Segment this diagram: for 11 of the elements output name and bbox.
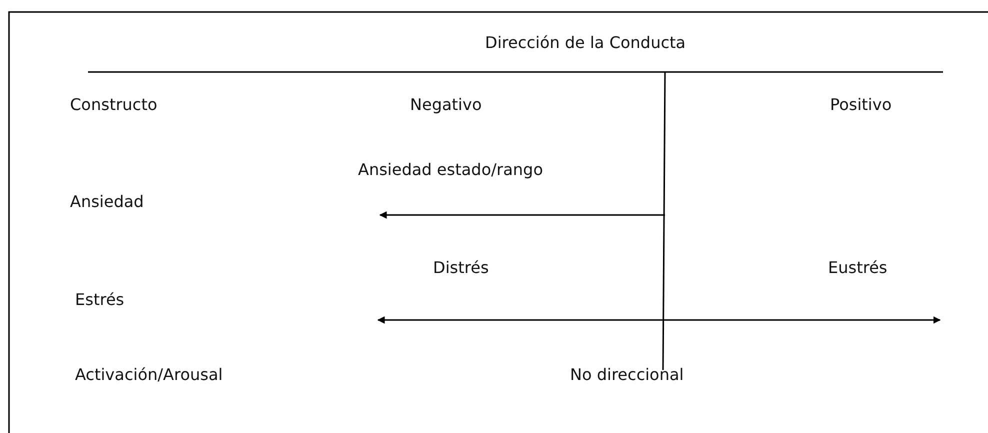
column-heading: Positivo xyxy=(830,95,892,115)
cell-text: No direccional xyxy=(570,365,684,385)
cell-text: Ansiedad estado/rango xyxy=(358,160,543,180)
row-label: Estrés xyxy=(75,290,124,310)
column-heading: Dirección de la Conducta xyxy=(485,33,686,53)
column-heading: Negativo xyxy=(410,95,482,115)
cell-text: Eustrés xyxy=(828,258,888,278)
row-label: Ansiedad xyxy=(70,192,144,212)
cell-text: Distrés xyxy=(433,258,489,278)
row-label: Activación/Arousal xyxy=(75,365,223,385)
row-heading: Constructo xyxy=(70,95,158,115)
